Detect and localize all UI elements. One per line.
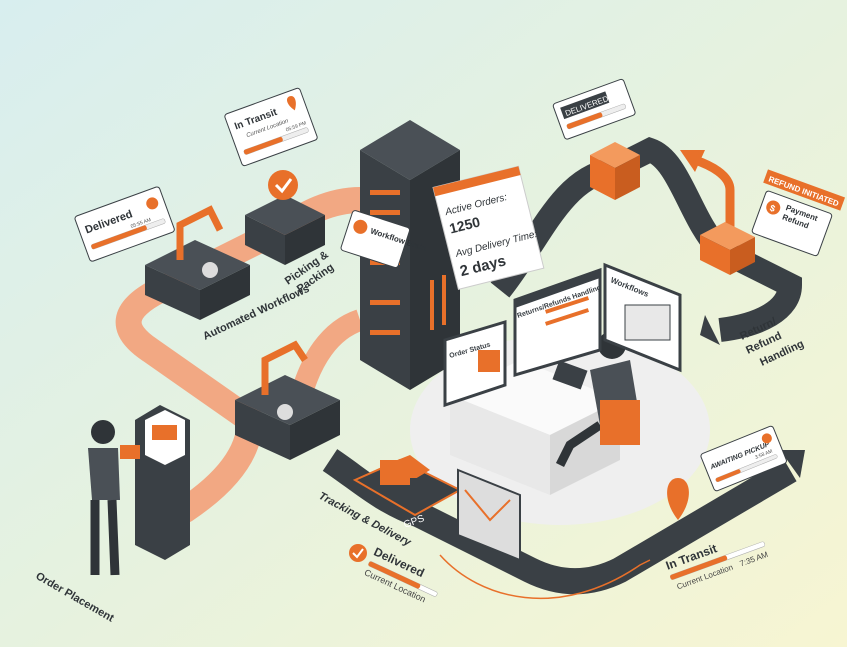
- tracking-line: [439, 554, 651, 600]
- gear-icon: [277, 404, 293, 420]
- active-orders-value: 1250: [448, 213, 482, 236]
- check-icon: [146, 197, 159, 210]
- returns-screen: [513, 267, 602, 378]
- return-arrow-head: [700, 315, 720, 345]
- package-box-return: [700, 222, 755, 275]
- tablet-device: [552, 360, 588, 390]
- tablet-device: [120, 445, 140, 459]
- in-transit-card-top: In Transit Current Location 05:59 PM: [224, 87, 318, 167]
- brain-icon: [353, 219, 368, 234]
- robot-station-lower: [235, 340, 340, 460]
- operator-person: [555, 331, 640, 468]
- dollar-icon: [766, 200, 781, 215]
- delivered-card-top-left: Delivered 05:55 AM: [74, 186, 175, 262]
- server-tower: [360, 120, 460, 390]
- progress-fill: [243, 136, 283, 155]
- road-arrow-head: [780, 450, 805, 478]
- progress-fill: [91, 225, 147, 250]
- automated-workflow-station: [145, 205, 250, 320]
- return-road: [490, 137, 803, 342]
- workflows-screen: [603, 262, 682, 373]
- order-status-screen: [443, 319, 507, 408]
- stats-card: Active Orders: 1250 Avg Delivery Time: 2…: [432, 165, 545, 291]
- orange-arrow-head: [680, 150, 705, 172]
- check-pin-icon: [667, 478, 689, 520]
- location-pin-icon: [286, 95, 296, 111]
- order-kiosk: [135, 405, 190, 560]
- progress-fill: [670, 555, 728, 580]
- svg-text:$: $: [768, 203, 776, 214]
- check-icon: [349, 544, 367, 562]
- picking-packing-station: [245, 170, 325, 265]
- progress-fill: [368, 561, 421, 589]
- progress-fill: [715, 469, 741, 482]
- check-icon: [761, 433, 772, 444]
- check-badge-icon: [268, 170, 298, 200]
- map-tablet: [457, 468, 521, 562]
- awaiting-pickup-card: AWAITING PICKUP 3:58 AM: [700, 425, 787, 492]
- customer-person: [88, 420, 140, 576]
- office-chair: [600, 400, 640, 445]
- gear-icon: [202, 262, 218, 278]
- delivered-card-top-right: DELIVERED: [552, 78, 636, 140]
- package-box-top: [590, 142, 640, 200]
- orange-return-arrow: [693, 155, 735, 235]
- progress-fill: [566, 112, 603, 129]
